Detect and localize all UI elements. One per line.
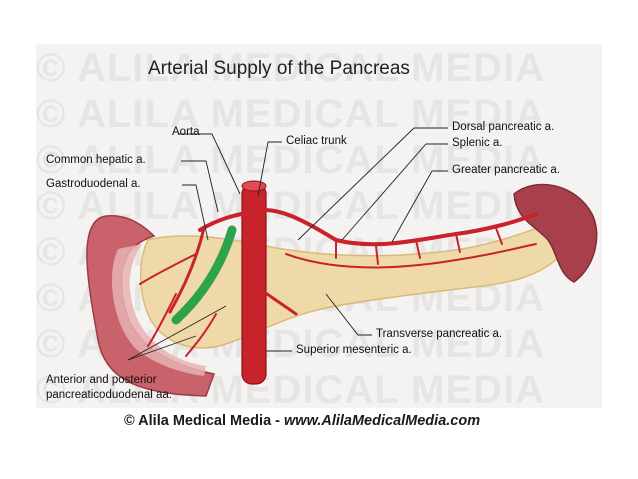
label-gastroduodenal: Gastroduodenal a. <box>46 178 141 190</box>
label-superior-mesenteric: Superior mesenteric a. <box>296 344 412 356</box>
label-dorsal-pancreatic: Dorsal pancreatic a. <box>452 121 555 133</box>
arteries <box>139 208 538 357</box>
label-greater-pancreatic: Greater pancreatic a. <box>452 164 561 176</box>
diagram-title: Arterial Supply of the Pancreas <box>148 58 410 79</box>
diagram-frame: © ALILA MEDICAL MEDIA © ALILA MEDICAL ME… <box>36 44 602 436</box>
label-celiac-trunk: Celiac trunk <box>286 135 347 147</box>
watermark-text: © ALILA MEDICAL MEDIA <box>36 92 545 136</box>
label-pancreaticoduodenal-2: pancreaticoduodenal aa. <box>46 389 172 401</box>
label-pancreaticoduodenal-1: Anterior and posterior <box>46 374 157 386</box>
watermark-text: © ALILA MEDICAL MEDIA <box>36 138 545 182</box>
leader-lines <box>127 127 448 361</box>
label-common-hepatic: Common hepatic a. <box>46 154 146 166</box>
aorta-top <box>241 180 267 192</box>
label-transverse-pancreatic: Transverse pancreatic a. <box>376 328 503 340</box>
pancreas-illustration <box>86 127 598 397</box>
watermark-text: © ALILA MEDICAL MEDIA <box>36 46 545 90</box>
footer-bar: © Alila Medical Media - www.AlilaMedical… <box>36 408 602 436</box>
footer-copyright: © Alila Medical Media - <box>124 413 285 429</box>
footer-url: www.AlilaMedicalMedia.com <box>284 413 481 429</box>
pancreatic-duct <box>171 225 237 325</box>
label-splenic: Splenic a. <box>452 137 503 149</box>
footer-credit: © Alila Medical Media - www.AlilaMedical… <box>124 413 480 429</box>
spleen <box>513 183 598 283</box>
duodenum-inner <box>112 244 206 376</box>
label-aorta: Aorta <box>172 126 200 138</box>
